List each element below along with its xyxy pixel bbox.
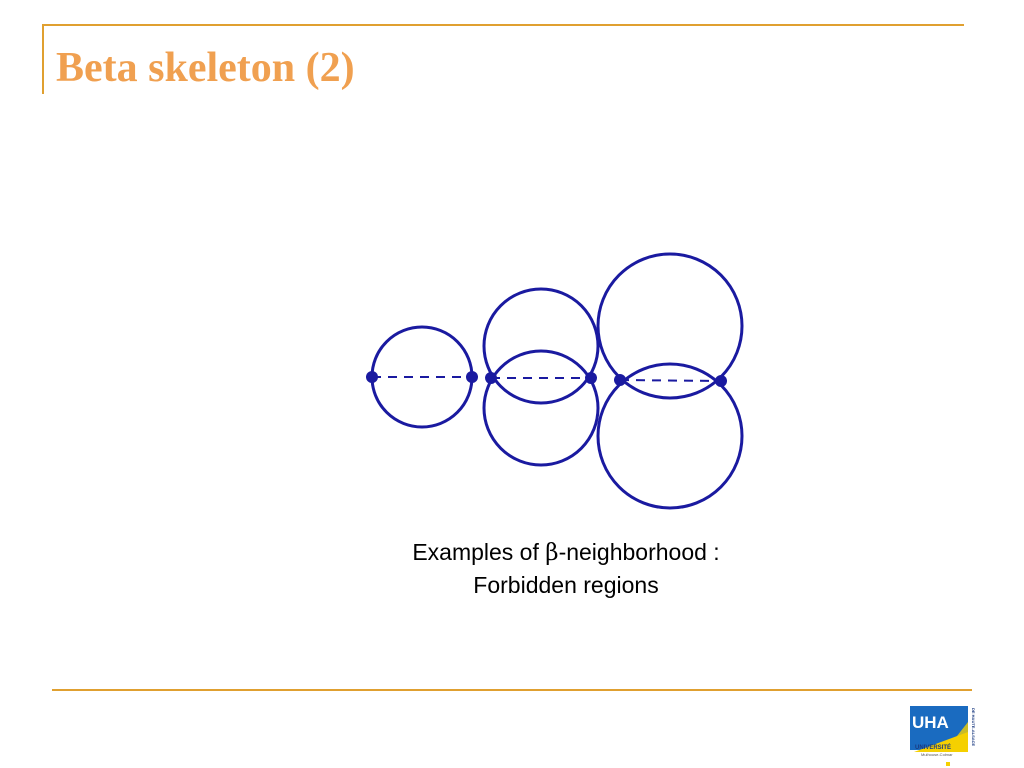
logo-subtitle: UNIVERSITÉ xyxy=(915,743,951,751)
point xyxy=(485,372,497,384)
logo-side: DE HAUTE-ALSACE xyxy=(971,708,976,747)
forbidden-region-circle xyxy=(482,287,600,405)
header-rule xyxy=(42,24,964,26)
forbidden-region-circle xyxy=(482,349,600,467)
uha-logo: UHA UNIVERSITÉ Mulhouse-Colmar DE HAUTE-… xyxy=(910,706,976,766)
slide-title: Beta skeleton (2) xyxy=(56,45,355,91)
logo-wordmark: UHA xyxy=(912,713,949,732)
beta-neighborhood-figure xyxy=(366,252,744,510)
point xyxy=(715,375,727,387)
segment-dashed xyxy=(619,379,722,382)
footer-rule xyxy=(52,689,972,691)
forbidden-region-circle xyxy=(596,362,744,510)
figure-caption: Examples of β-neighborhood : Forbidden r… xyxy=(366,536,766,601)
logo-small: Mulhouse-Colmar xyxy=(921,752,953,757)
caption-line-2: Forbidden regions xyxy=(473,572,659,598)
caption-line-1: Examples of β-neighborhood : xyxy=(412,539,720,566)
header-side-rule xyxy=(42,24,44,94)
point xyxy=(466,371,478,383)
point xyxy=(614,374,626,386)
beta-symbol: β xyxy=(545,540,559,566)
point xyxy=(366,371,378,383)
forbidden-region-circle xyxy=(596,252,744,400)
point xyxy=(585,372,597,384)
